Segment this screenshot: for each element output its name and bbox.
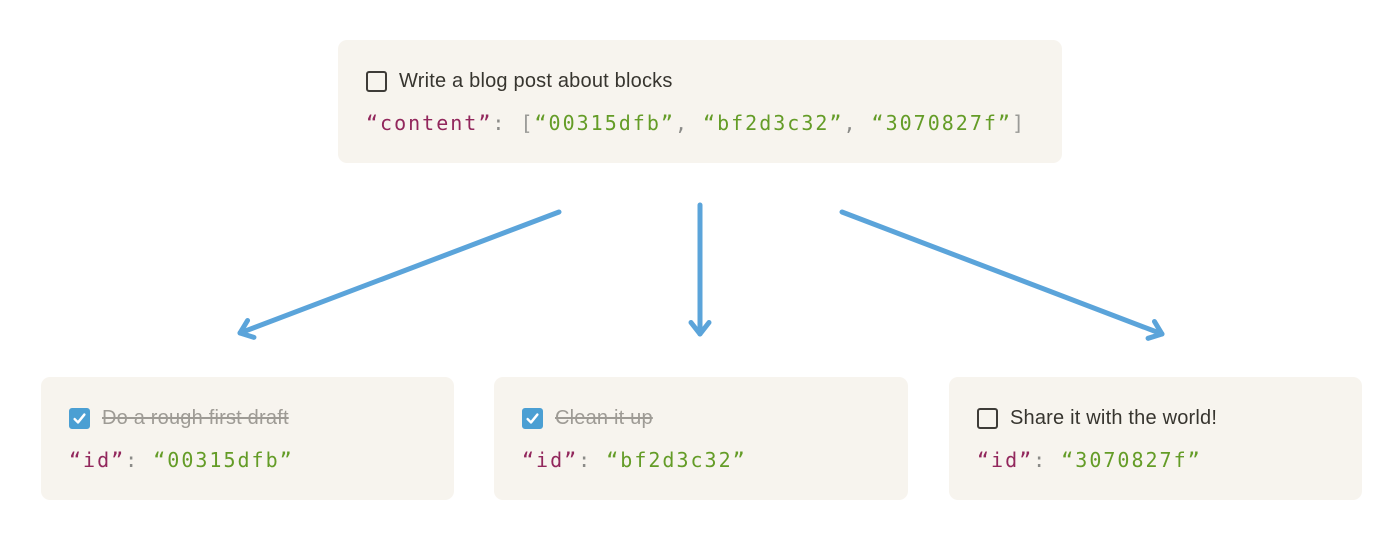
code-colon: : xyxy=(492,111,521,135)
check-icon xyxy=(73,412,86,424)
code-colon: : xyxy=(578,448,607,472)
code-value: “3070827f” xyxy=(1061,448,1202,472)
code-line: “content”: [“00315dfb”, “bf2d3c32”, “307… xyxy=(366,110,1034,136)
code-open-bracket: [ xyxy=(520,111,535,135)
arrow-to-child-1-icon xyxy=(237,209,562,340)
arrow-to-child-3-icon xyxy=(839,209,1165,341)
todo-row: Clean it up xyxy=(522,405,880,431)
code-line: “id”: “00315dfb” xyxy=(69,447,426,473)
code-key: “id” xyxy=(977,448,1034,472)
code-value: “bf2d3c32” xyxy=(703,111,844,135)
todo-row: Write a blog post about blocks xyxy=(366,68,1034,94)
code-value: “bf2d3c32” xyxy=(606,448,747,472)
code-value: “00315dfb” xyxy=(153,448,294,472)
todo-checkbox[interactable] xyxy=(522,407,543,429)
code-key: “id” xyxy=(69,448,126,472)
check-icon xyxy=(526,412,539,424)
todo-label: Share it with the world! xyxy=(1010,407,1218,429)
child-block-card-2: Clean it up “id”: “bf2d3c32” xyxy=(494,377,908,500)
todo-row: Share it with the world! xyxy=(977,405,1334,431)
todo-checkbox[interactable] xyxy=(366,70,387,92)
code-colon: : xyxy=(125,448,154,472)
code-value: “00315dfb” xyxy=(534,111,675,135)
child-block-card-1: Do a rough first draft “id”: “00315dfb” xyxy=(41,377,454,500)
code-comma: , xyxy=(674,111,704,135)
child-block-card-3: Share it with the world! “id”: “3070827f… xyxy=(949,377,1362,500)
todo-label: Do a rough first draft xyxy=(102,407,289,429)
code-line: “id”: “bf2d3c32” xyxy=(522,447,880,473)
todo-checkbox[interactable] xyxy=(69,407,90,429)
code-value: “3070827f” xyxy=(871,111,1012,135)
todo-row: Do a rough first draft xyxy=(69,405,426,431)
code-close-bracket: ] xyxy=(1011,111,1027,135)
code-key: “id” xyxy=(522,448,579,472)
parent-block-card: Write a blog post about blocks “content”… xyxy=(338,40,1062,163)
code-line: “id”: “3070827f” xyxy=(977,447,1334,473)
todo-label: Write a blog post about blocks xyxy=(399,70,673,92)
code-colon: : xyxy=(1033,448,1062,472)
code-comma: , xyxy=(843,111,872,135)
todo-checkbox[interactable] xyxy=(977,407,998,429)
todo-label: Clean it up xyxy=(555,407,653,429)
code-key: “content” xyxy=(366,111,493,135)
